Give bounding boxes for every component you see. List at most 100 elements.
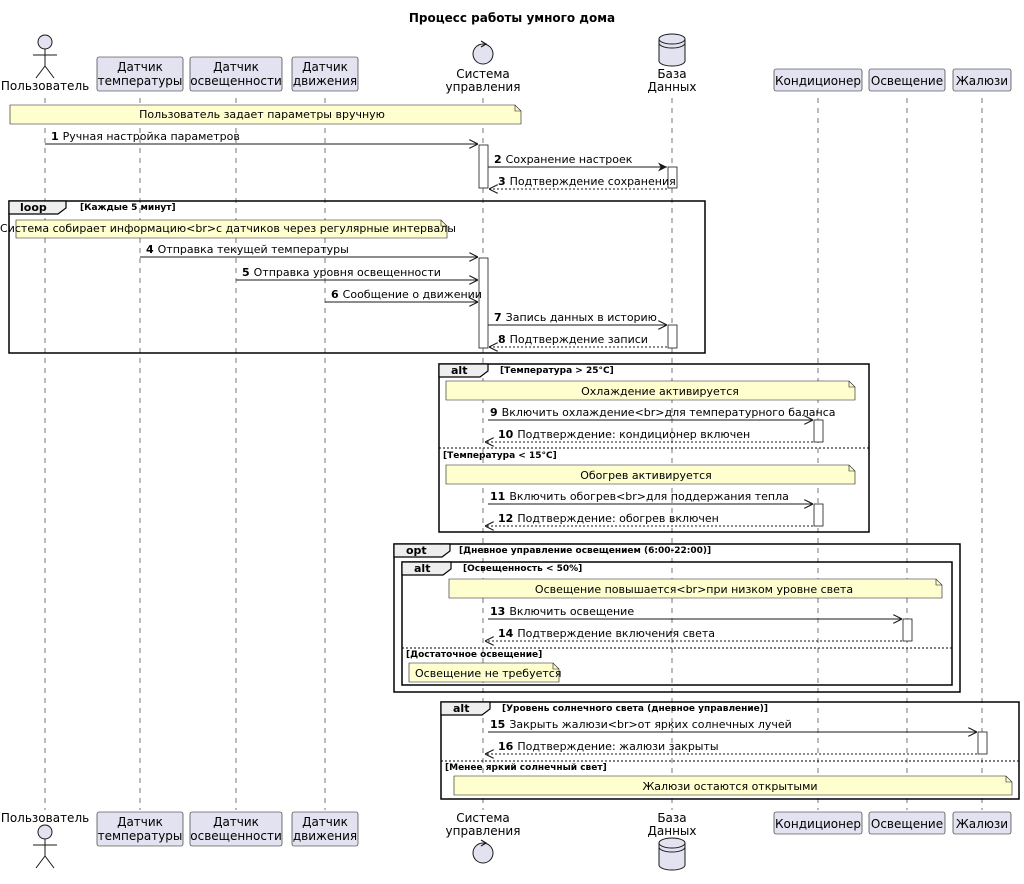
note-light-up xyxy=(448,578,943,599)
participant-system-label-bottom-2: управления xyxy=(446,824,521,838)
participant-light-label-1: Датчик xyxy=(213,60,259,74)
alt-sun-else-condition: [Менее яркий солнечный свет] xyxy=(445,763,607,773)
note-collect xyxy=(15,219,448,239)
alt-light-condition: [Освещенность < 50%] xyxy=(463,564,582,574)
participant-db-label-bottom-1: База xyxy=(657,811,686,825)
note-heating-text: Обогрев активируется xyxy=(580,469,712,482)
alt-temp-condition: [Температура > 25°C] xyxy=(500,366,614,376)
note-no-light xyxy=(408,662,560,683)
control-icon xyxy=(472,40,494,65)
participant-motion-label-bottom-2: движения xyxy=(293,829,357,843)
opt-light-tag-label: opt xyxy=(406,544,427,557)
activation-db-2 xyxy=(667,324,678,349)
loop-tag xyxy=(8,200,67,215)
participant-temp-box-bottom xyxy=(96,811,184,847)
participant-db-label-1: База xyxy=(657,67,686,81)
note-blinds-open xyxy=(453,775,1013,796)
actor-icon xyxy=(33,824,57,869)
participant-temp-label-bottom-1: Датчик xyxy=(117,815,163,829)
alt-light-frame xyxy=(401,561,953,686)
participant-user-label-bottom: Пользователь xyxy=(1,811,89,825)
participants-bottom: Пользователь Датчик температуры Датчик о… xyxy=(1,811,1012,871)
alt-sun-condition: [Уровень солнечного света (дневное управ… xyxy=(502,704,768,714)
note-cooling xyxy=(445,380,856,401)
participant-lighting-box-bottom xyxy=(868,811,946,835)
alt-light-tag xyxy=(401,561,452,576)
participant-db-label-bottom-2: Данных xyxy=(648,824,697,838)
loop-tag-label: loop xyxy=(20,201,47,214)
note-manual xyxy=(9,104,522,125)
diagram-title: Процесс работы умного дома xyxy=(409,11,615,25)
participants-top: Пользователь Датчик температуры Датчик о… xyxy=(1,33,1012,94)
activation-blinds-1 xyxy=(977,731,988,755)
opt-light-tag xyxy=(393,543,451,558)
alt-sun-tag-label: alt xyxy=(453,702,469,715)
database-icon xyxy=(658,837,686,871)
participant-user-label: Пользователь xyxy=(1,79,89,93)
alt-temp-else-condition: [Температура < 15°C] xyxy=(443,451,557,461)
activation-system-1 xyxy=(478,144,489,189)
participant-temp-label-1: Датчик xyxy=(117,60,163,74)
participant-system-label-bottom-1: Система xyxy=(456,811,510,825)
participant-system-label-2: управления xyxy=(446,80,521,94)
note-light-up-text: Освещение повышается<br>при низком уровн… xyxy=(535,583,853,596)
database-icon xyxy=(658,33,686,67)
participant-ac-label-bottom: Кондиционер xyxy=(775,817,861,831)
participant-motion-box xyxy=(291,56,359,92)
note-blinds-open-text: Жалюзи остаются открытыми xyxy=(642,780,817,793)
alt-temp-tag xyxy=(438,363,489,378)
participant-lighting-box xyxy=(868,68,946,92)
participant-motion-label-1: Датчик xyxy=(302,60,348,74)
participant-light-label-bottom-2: освещенности xyxy=(190,829,282,843)
participant-ac-box xyxy=(773,68,863,92)
participant-system-label-1: Система xyxy=(456,67,510,81)
note-manual-text: Пользователь задает параметры вручную xyxy=(139,108,385,121)
activation-lighting-1 xyxy=(902,618,913,642)
participant-temp-box xyxy=(96,56,184,92)
note-cooling-text: Охлаждение активируется xyxy=(581,385,739,398)
participant-blinds-box-bottom xyxy=(952,811,1012,835)
control-icon xyxy=(472,839,494,864)
participant-blinds-label: Жалюзи xyxy=(956,74,1008,88)
actor-icon xyxy=(33,34,57,79)
participant-lighting-label: Освещение xyxy=(871,74,943,88)
loop-condition: [Каждые 5 минут] xyxy=(80,203,176,213)
activation-db-1 xyxy=(667,166,678,189)
participant-motion-label-bottom-1: Датчик xyxy=(302,815,348,829)
note-heating xyxy=(445,464,856,485)
participant-temp-label-2: температуры xyxy=(98,74,183,88)
note-no-light-text: Освещение не требуется xyxy=(415,667,561,680)
participant-ac-box-bottom xyxy=(773,811,863,835)
alt-light-else-condition: [Достаточное освещение] xyxy=(406,650,542,660)
opt-light-condition: [Дневное управление освещением (6:00-22:… xyxy=(459,546,711,556)
opt-light-frame xyxy=(393,543,961,693)
activation-ac-2 xyxy=(813,503,824,527)
participant-ac-label: Кондиционер xyxy=(775,74,861,88)
participant-blinds-box xyxy=(952,68,1012,92)
alt-light-tag-label: alt xyxy=(414,562,430,575)
participant-db-label-2: Данных xyxy=(648,80,697,94)
participant-light-box xyxy=(189,56,283,92)
note-collect-text: Система собирает информацию<br>с датчико… xyxy=(0,222,456,235)
participant-motion-box-bottom xyxy=(291,811,359,847)
participant-blinds-label-bottom: Жалюзи xyxy=(956,817,1008,831)
alt-temp-tag-label: alt xyxy=(451,364,467,377)
participant-light-label-bottom-1: Датчик xyxy=(213,815,259,829)
participant-light-box-bottom xyxy=(189,811,283,847)
participant-light-label-2: освещенности xyxy=(190,74,282,88)
